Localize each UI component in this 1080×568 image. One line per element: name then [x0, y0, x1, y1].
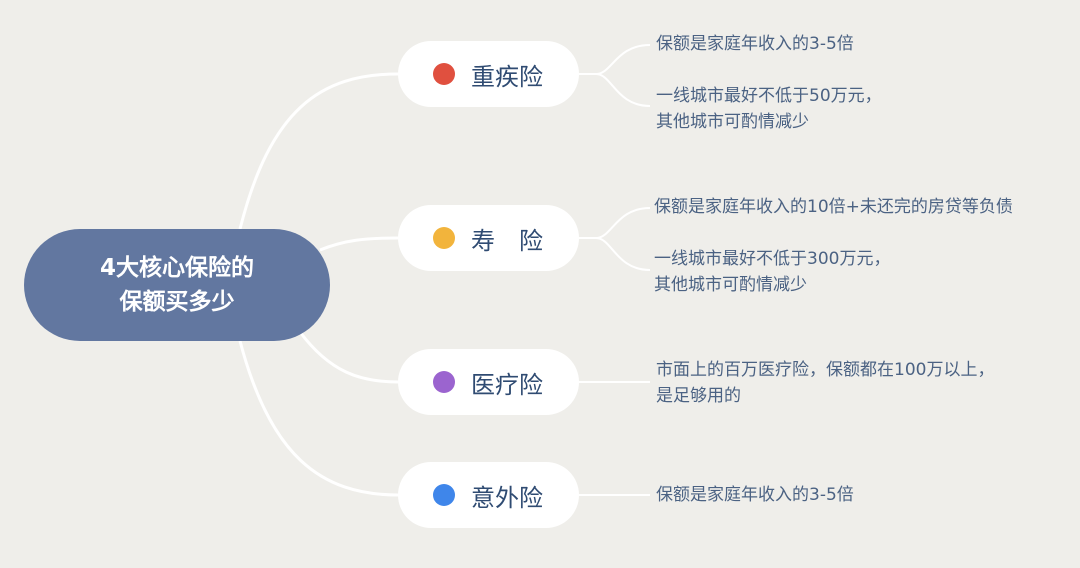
note-line: 一线城市最好不低于300万元， — [654, 249, 891, 269]
branch-node-accident[interactable]: 意外险 — [398, 462, 579, 528]
branch-label: 寿 险 — [471, 226, 543, 255]
status-dot-icon — [433, 227, 455, 249]
root-node[interactable]: 4大核心保险的 保额买多少 — [24, 229, 330, 341]
connector-root-b3 — [238, 340, 399, 497]
connector-b0-n0 — [579, 44, 651, 75]
connector-b1-n0 — [579, 207, 651, 239]
note-life-1: 保额是家庭年收入的10倍+未还完的房贷等负债 — [654, 194, 1013, 220]
note-line: 其他城市可酌情减少 — [654, 275, 807, 295]
connector-b1-n1 — [595, 237, 651, 271]
note-line: 保额是家庭年收入的3-5倍 — [656, 485, 854, 505]
note-life-2: 一线城市最好不低于300万元， 其他城市可酌情减少 — [654, 246, 890, 298]
root-title-line2: 保额买多少 — [119, 289, 235, 315]
branch-node-medical[interactable]: 医疗险 — [398, 349, 579, 415]
note-line: 保额是家庭年收入的10倍+未还完的房贷等负债 — [654, 197, 1013, 217]
branch-node-critical-illness[interactable]: 重疾险 — [398, 41, 579, 107]
connector-root-b1 — [319, 236, 399, 252]
note-accident-1: 保额是家庭年收入的3-5倍 — [656, 482, 854, 508]
status-dot-icon — [433, 63, 455, 85]
note-line: 一线城市最好不低于50万元， — [656, 86, 882, 106]
note-line: 其他城市可酌情减少 — [656, 112, 809, 132]
note-critical-illness-2: 一线城市最好不低于50万元， 其他城市可酌情减少 — [656, 83, 882, 135]
connector-root-b2 — [298, 331, 399, 384]
note-line: 市面上的百万医疗险，保额都在100万以上， — [656, 360, 995, 380]
branch-label: 意外险 — [471, 483, 543, 512]
note-critical-illness-1: 保额是家庭年收入的3-5倍 — [656, 31, 854, 57]
branch-label: 医疗险 — [471, 370, 543, 399]
root-title-line1: 4大核心保险的 — [99, 255, 254, 281]
note-medical-1: 市面上的百万医疗险，保额都在100万以上， 是足够用的 — [656, 357, 994, 409]
branch-node-life[interactable]: 寿 险 — [398, 205, 579, 271]
connector-root-b0 — [238, 72, 399, 230]
branch-label: 重疾险 — [471, 62, 543, 91]
status-dot-icon — [433, 371, 455, 393]
note-line: 是足够用的 — [656, 386, 741, 406]
status-dot-icon — [433, 484, 455, 506]
connector-b0-n1 — [595, 73, 651, 107]
note-line: 保额是家庭年收入的3-5倍 — [656, 34, 854, 54]
